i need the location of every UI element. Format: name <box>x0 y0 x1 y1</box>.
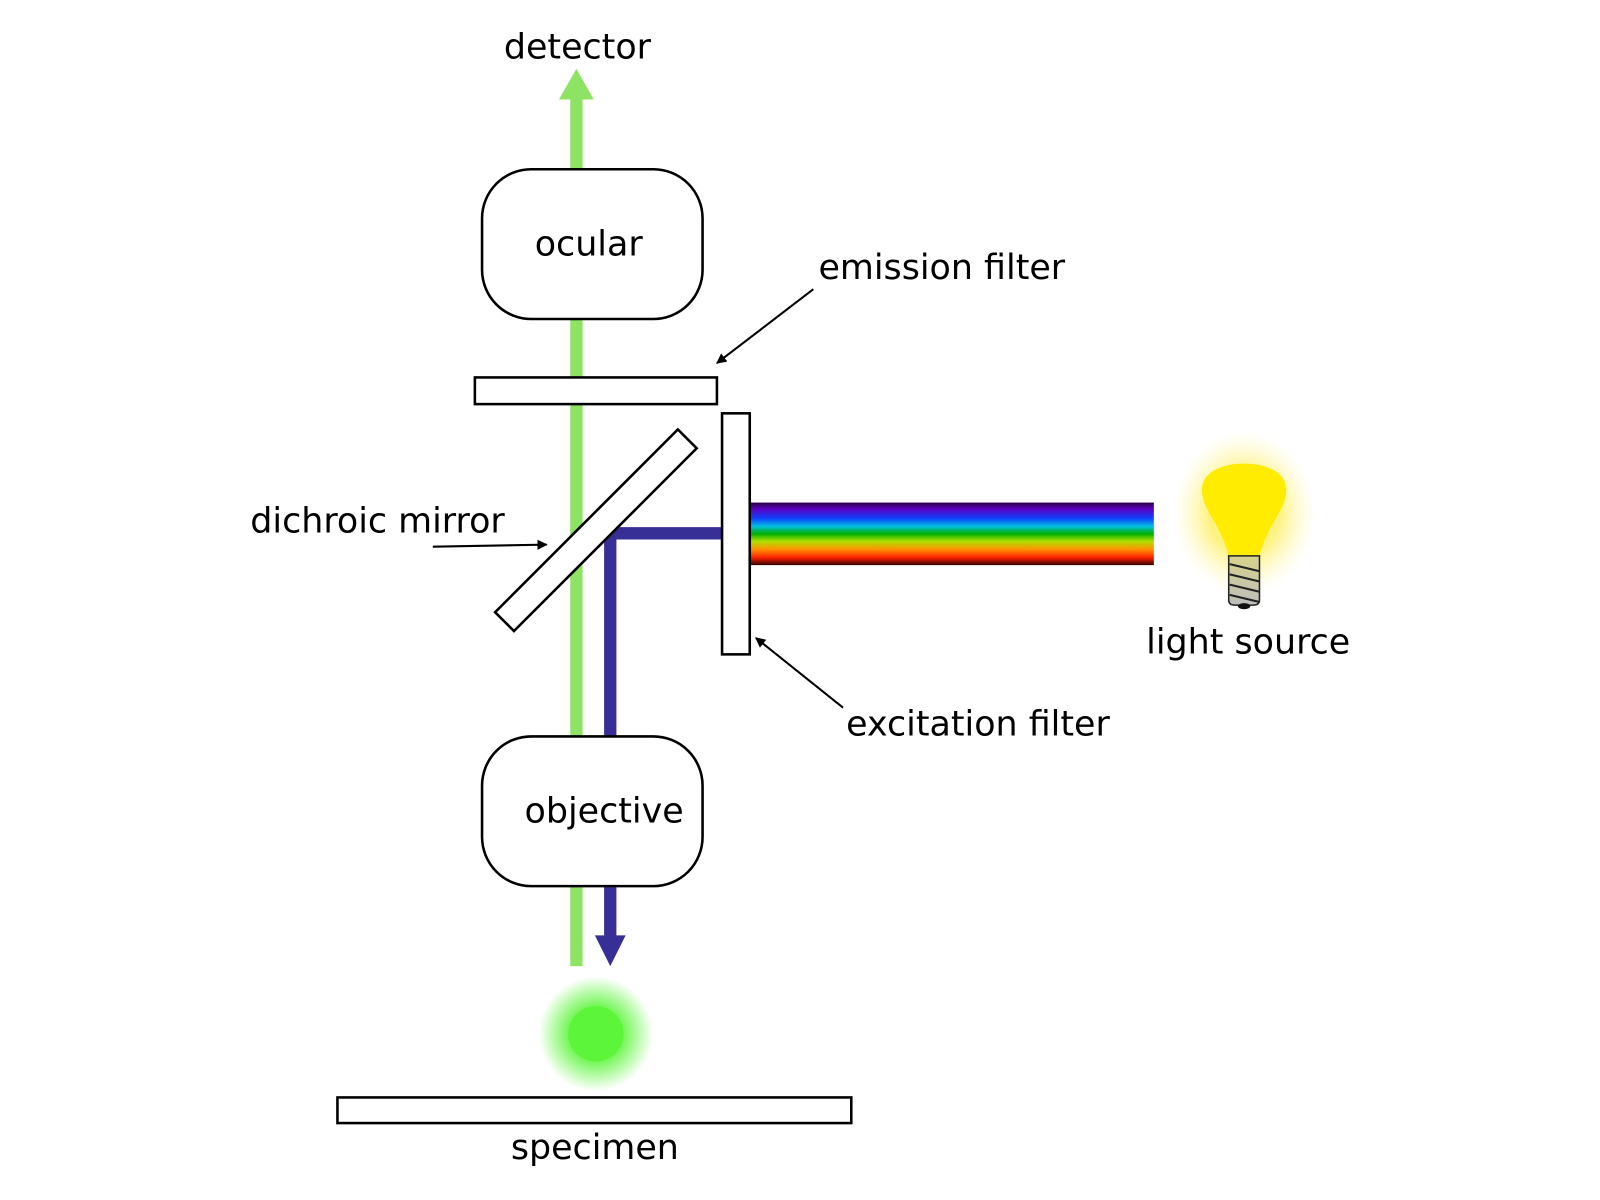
excitation-filter-label: excitation filter <box>846 704 1110 744</box>
light-bulb-icon <box>1172 430 1316 610</box>
detector-arrowhead <box>558 68 594 100</box>
excitation-beam <box>604 527 723 737</box>
fluorescent-sample <box>568 1006 624 1062</box>
objective-label: objective <box>525 792 684 832</box>
dichroic-mirror <box>493 427 699 633</box>
detector-label: detector <box>504 27 652 67</box>
excitation-filter-pointer <box>755 637 844 709</box>
excitation-filter <box>720 412 752 656</box>
specimen-slide <box>336 1096 853 1125</box>
light-source-label: light source <box>1146 622 1350 662</box>
objective-box <box>480 735 704 888</box>
excitation-arrowhead <box>594 935 626 967</box>
emission-filter-label: emission filter <box>818 248 1065 288</box>
dichroic-mirror-pointer <box>432 539 548 550</box>
white-light-beam <box>749 502 1154 566</box>
specimen-label: specimen <box>511 1128 679 1168</box>
emission-filter-pointer <box>716 288 814 364</box>
emission-filter <box>473 376 719 406</box>
ocular-label: ocular <box>535 224 644 264</box>
dichroic-mirror-label: dichroic mirror <box>250 501 505 541</box>
ocular-box <box>480 167 704 321</box>
